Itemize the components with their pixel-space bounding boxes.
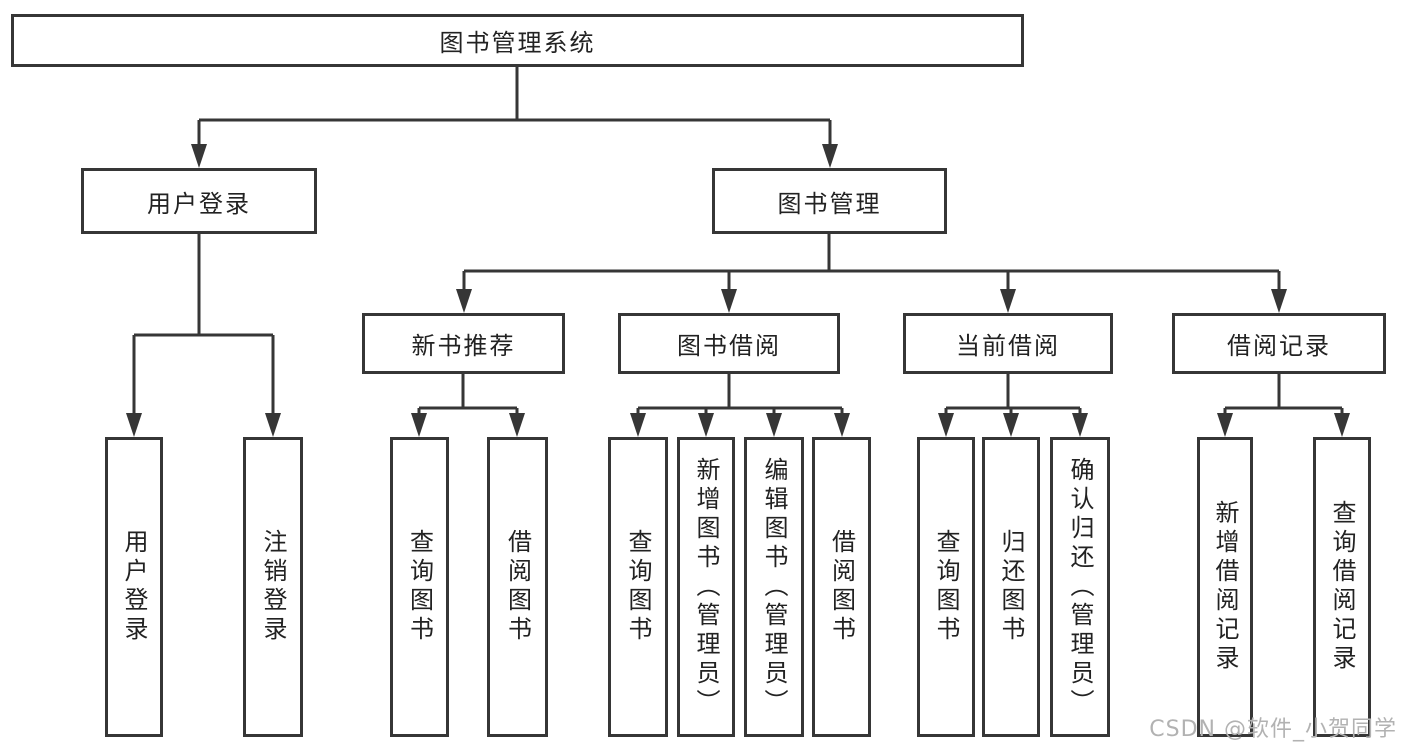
- node-borrowing-records: 借阅记录: [1172, 313, 1386, 374]
- leaf-label: 查询图书: [405, 529, 434, 645]
- leaf-label: 借阅图书: [503, 529, 532, 645]
- leaf-query-books-current: 查询图书: [917, 437, 975, 737]
- leaf-query-books-borrowing: 查询图书: [608, 437, 668, 737]
- csdn-watermark: CSDN @软件_小贺同学: [1149, 717, 1397, 742]
- node-book-management: 图书管理: [712, 168, 947, 234]
- leaf-add-borrow-record: 新增借阅记录: [1197, 437, 1253, 737]
- leaf-borrow-books-recommend: 借阅图书: [487, 437, 548, 737]
- leaf-label: 确认归还（管理员）: [1066, 456, 1094, 718]
- leaf-label: 归还图书: [997, 529, 1025, 645]
- leaf-return-books: 归还图书: [982, 437, 1040, 737]
- leaf-label: 编辑图书（管理员）: [760, 456, 788, 718]
- leaf-logout: 注销登录: [243, 437, 303, 737]
- leaf-label: 新增借阅记录: [1211, 500, 1239, 674]
- leaf-query-borrow-record: 查询借阅记录: [1313, 437, 1371, 737]
- leaf-label: 用户登录: [120, 529, 148, 645]
- leaf-confirm-return-admin: 确认归还（管理员）: [1050, 437, 1110, 737]
- node-user-login: 用户登录: [81, 168, 317, 234]
- leaf-label: 查询图书: [932, 529, 960, 645]
- leaf-add-books-admin: 新增图书（管理员）: [677, 437, 735, 737]
- leaf-borrow-books: 借阅图书: [812, 437, 871, 737]
- node-new-book-recommendation: 新书推荐: [362, 313, 565, 374]
- leaf-label: 查询图书: [624, 529, 652, 645]
- leaf-query-books-recommend: 查询图书: [390, 437, 449, 737]
- leaf-label: 查询借阅记录: [1328, 500, 1356, 674]
- node-book-borrowing: 图书借阅: [618, 313, 840, 374]
- node-library-management-system: 图书管理系统: [11, 14, 1024, 67]
- leaf-label: 新增图书（管理员）: [692, 456, 720, 718]
- leaf-user-login: 用户登录: [105, 437, 163, 737]
- leaf-label: 注销登录: [259, 529, 287, 645]
- leaf-edit-books-admin: 编辑图书（管理员）: [744, 437, 804, 737]
- leaf-label: 借阅图书: [827, 529, 856, 645]
- node-current-borrowing: 当前借阅: [903, 313, 1113, 374]
